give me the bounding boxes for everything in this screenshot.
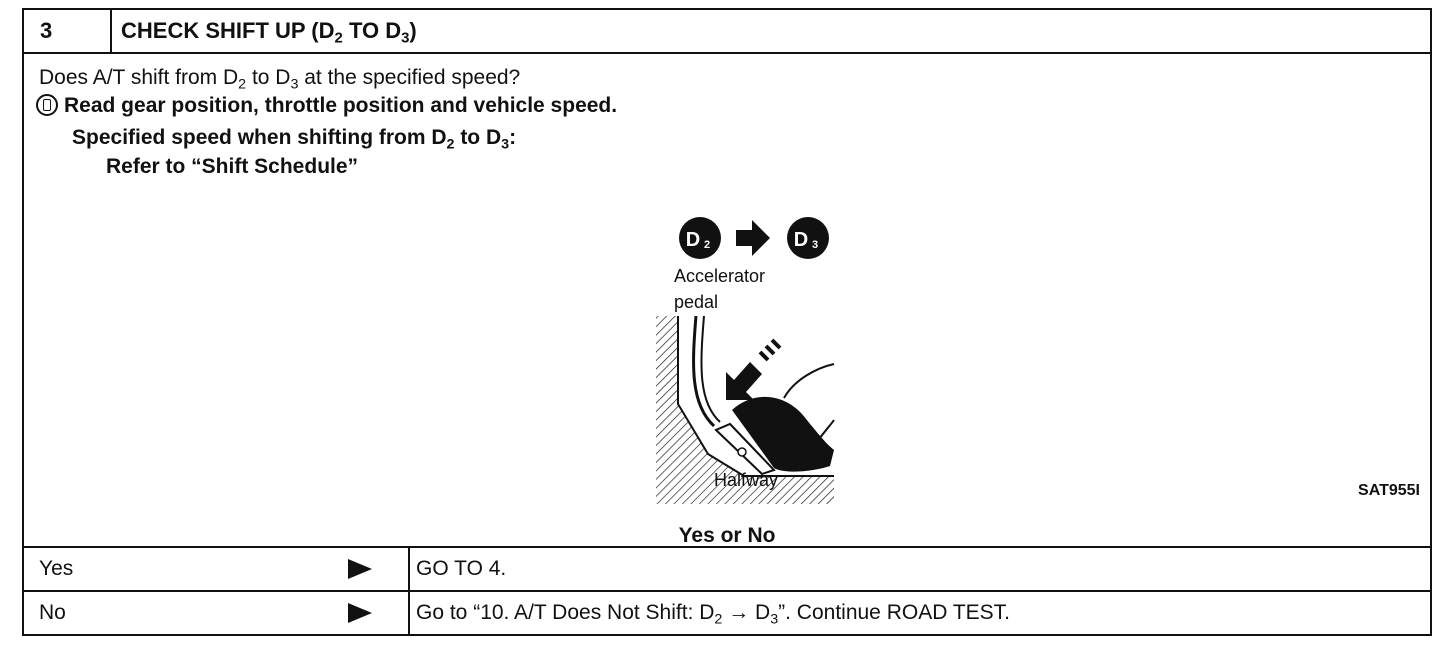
action-yes: GO TO 4.	[416, 557, 507, 580]
svg-text:D: D	[686, 229, 700, 251]
step-body: Does A/T shift from D2 to D3 at the spec…	[24, 54, 1430, 547]
action-no: Go to “10. A/T Does Not Shift: D2 → D3”.…	[416, 601, 1011, 628]
spec-text: Specified speed when shifting from D2 to…	[72, 126, 517, 153]
gear-d2-badge: D 2	[679, 217, 721, 259]
answer-no: No	[39, 601, 66, 624]
arrow-right-icon	[348, 559, 372, 579]
instruction-text: Read gear position, throttle position an…	[36, 94, 617, 118]
refer-text: Refer to “Shift Schedule”	[106, 155, 359, 178]
step-title: CHECK SHIFT UP (D2 TO D3)	[121, 18, 417, 47]
answer-yes: Yes	[39, 557, 74, 580]
press-arrow-icon	[726, 362, 762, 400]
label-pedal: pedal	[674, 292, 719, 312]
result-row-no: No Go to “10. A/T Does Not Shift: D2 → D…	[24, 590, 1430, 634]
consult-tool-icon	[36, 94, 58, 116]
yes-or-no-prompt: Yes or No	[678, 524, 776, 547]
svg-text:3: 3	[812, 239, 818, 251]
arrow-right-icon	[736, 220, 770, 256]
svg-text:2: 2	[704, 239, 710, 251]
column-divider	[408, 548, 410, 590]
figure-code: SAT955I	[1358, 482, 1420, 499]
gear-d3-badge: D 3	[787, 217, 829, 259]
svg-text:D: D	[794, 229, 808, 251]
label-halfway: Halfway	[714, 470, 779, 490]
result-row-yes: Yes GO TO 4.	[24, 546, 1430, 590]
pedal-illustration: D 2 D 3	[656, 217, 835, 504]
accelerator-pedal-figure: D 2 D 3	[634, 204, 844, 504]
column-divider	[408, 592, 410, 634]
step-number: 3	[24, 10, 112, 52]
arrow-right-icon	[348, 603, 372, 623]
diagnostic-step-table: 3 CHECK SHIFT UP (D2 TO D3) Does A/T shi…	[22, 8, 1432, 636]
floor-hatch	[656, 316, 834, 504]
foot-shoe	[732, 396, 834, 472]
label-accelerator: Accelerator	[674, 266, 766, 286]
question-text: Does A/T shift from D2 to D3 at the spec…	[39, 66, 521, 93]
step-header: 3 CHECK SHIFT UP (D2 TO D3)	[24, 10, 1430, 54]
pedal-arm	[692, 315, 716, 428]
